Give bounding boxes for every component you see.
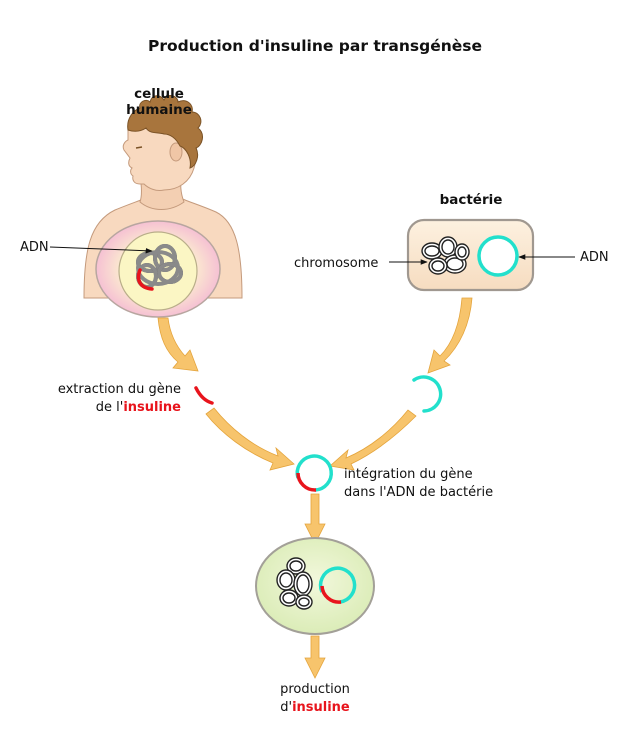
arrow-plasmid-to-integration: [329, 409, 417, 471]
production-label-line2: d'insuline: [280, 700, 350, 715]
arrow-final-to-production: [304, 635, 326, 679]
human-ear: [169, 142, 183, 162]
extraction-label-line1: extraction du gène: [58, 382, 181, 397]
arrow-human-to-gene: [157, 317, 199, 372]
chromosome-label: chromosome: [294, 256, 378, 271]
human-cell-label-line2: humaine: [126, 102, 192, 118]
bacteria-dna-label: ADN: [580, 250, 609, 265]
extraction-label-line2: de l'insuline: [96, 400, 181, 415]
arrow-bacteria-to-plasmid: [427, 297, 473, 374]
recombinant-plasmid: [295, 454, 333, 492]
bacteria-plasmid: [477, 235, 519, 277]
bacteria-label: bactérie: [440, 192, 503, 208]
arrow-gene-to-integration: [205, 407, 295, 471]
page-title: Production d'insuline par transgénèse: [148, 37, 482, 55]
transgenic-chromosome: [276, 557, 313, 610]
human-insulin-gene: [136, 268, 154, 291]
arrow-integration-to-final: [304, 493, 326, 545]
transgenic-plasmid: [318, 566, 357, 604]
extracted-insulin-gene: [194, 386, 214, 405]
opened-plasmid: [412, 375, 443, 413]
bacteria-chromosome: [421, 236, 470, 275]
integration-label-line2: dans l'ADN de bactérie: [344, 485, 493, 500]
human-cell-label-line1: cellule: [134, 86, 184, 102]
flow-arrows: [157, 297, 473, 679]
human-dna-label: ADN: [20, 240, 49, 255]
transgenic-bacteria: [255, 537, 375, 635]
human-hair: [127, 95, 203, 169]
production-label-line1: production: [280, 682, 350, 697]
human-dna-pointer: [49, 246, 153, 254]
integration-label-line1: intégration du gène: [344, 467, 473, 482]
